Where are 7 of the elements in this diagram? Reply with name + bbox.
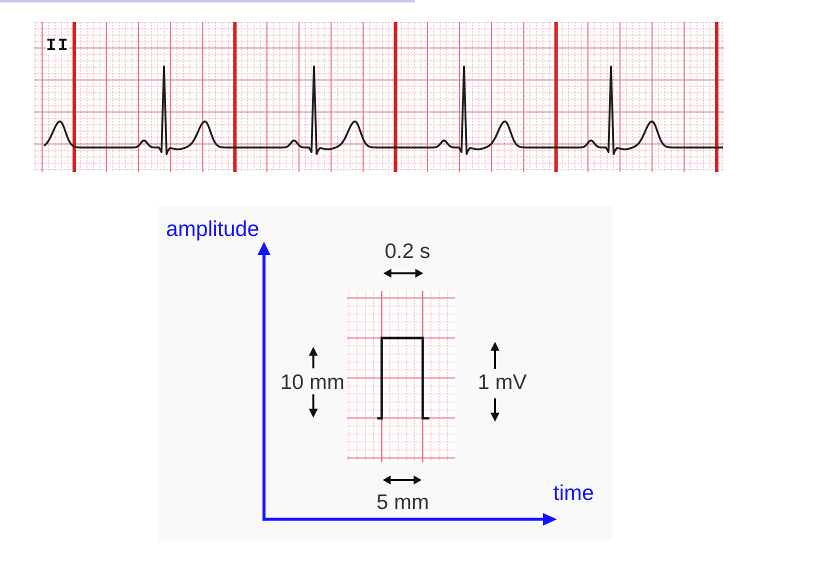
dimension-label: 1 mV [478, 372, 527, 393]
axis-label: time [553, 482, 594, 504]
dimension-label: 5 mm [376, 492, 429, 513]
axis-label: amplitude [166, 218, 260, 240]
dimension-label: 0.2 s [384, 240, 430, 262]
dimension-label: 10 mm [280, 372, 344, 393]
lead-label: II [46, 38, 70, 55]
